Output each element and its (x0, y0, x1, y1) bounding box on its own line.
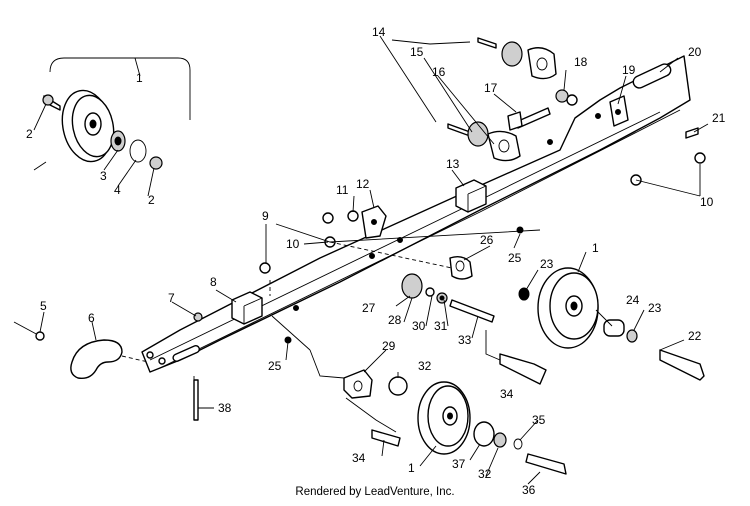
callout-32b: 32 (478, 467, 492, 481)
callout-labels: 1 2 3 4 2 5 6 7 8 9 10 11 12 13 14 15 16… (26, 25, 726, 497)
suspension-rail (141, 55, 691, 373)
callout-3: 3 (100, 169, 107, 183)
slide-blocks (231, 179, 487, 325)
callout-19: 19 (622, 63, 636, 77)
callout-5: 5 (40, 299, 47, 313)
callout-22: 22 (688, 329, 702, 343)
callout-1b: 1 (592, 241, 599, 255)
callout-34a: 34 (500, 387, 514, 401)
callout-30: 30 (412, 319, 426, 333)
callout-18: 18 (574, 55, 588, 69)
wheel-assembly-1 (42, 57, 191, 170)
callout-36: 36 (522, 483, 536, 497)
callout-25b: 25 (268, 359, 282, 373)
callout-21: 21 (712, 111, 726, 125)
callout-25a: 25 (508, 251, 522, 265)
callout-2b: 2 (148, 193, 155, 207)
callout-11: 11 (336, 183, 349, 197)
wheel-right (485, 267, 705, 385)
callout-10b: 10 (700, 195, 714, 209)
callout-7: 7 (168, 291, 175, 305)
callout-13: 13 (446, 157, 460, 171)
callout-16: 16 (432, 65, 446, 79)
callout-12: 12 (356, 177, 370, 191)
callout-34b: 34 (352, 451, 366, 465)
callout-8: 8 (210, 275, 217, 289)
rail-hardware (193, 205, 541, 351)
callout-35: 35 (532, 413, 546, 427)
callout-26: 26 (480, 233, 494, 247)
footer-credit: Rendered by LeadVenture, Inc. (295, 486, 455, 498)
callout-9: 9 (262, 209, 269, 223)
callout-31: 31 (434, 319, 448, 333)
leader-lines (33, 35, 709, 485)
callout-2: 2 (26, 127, 33, 141)
callout-1c: 1 (408, 461, 415, 475)
callout-29: 29 (382, 339, 396, 353)
wheel-lower (309, 349, 567, 475)
callout-28: 28 (388, 313, 402, 327)
callout-24: 24 (626, 293, 640, 307)
callout-6: 6 (88, 311, 95, 325)
callout-32a: 32 (418, 359, 432, 373)
rail-tip (13, 321, 149, 380)
bolt-38 (193, 376, 199, 421)
callout-27: 27 (362, 301, 376, 315)
callout-38: 38 (218, 401, 232, 415)
callout-23b: 23 (648, 301, 662, 315)
callout-37: 37 (452, 457, 466, 471)
callout-14: 14 (372, 25, 386, 39)
callout-20: 20 (688, 45, 702, 59)
callout-1: 1 (136, 71, 143, 85)
callout-4: 4 (114, 183, 121, 197)
upper-hardware (391, 37, 706, 186)
callout-10a: 10 (286, 237, 300, 251)
callout-23a: 23 (540, 257, 554, 271)
callout-17: 17 (484, 81, 498, 95)
callout-15: 15 (410, 45, 424, 59)
callout-33: 33 (458, 333, 472, 347)
